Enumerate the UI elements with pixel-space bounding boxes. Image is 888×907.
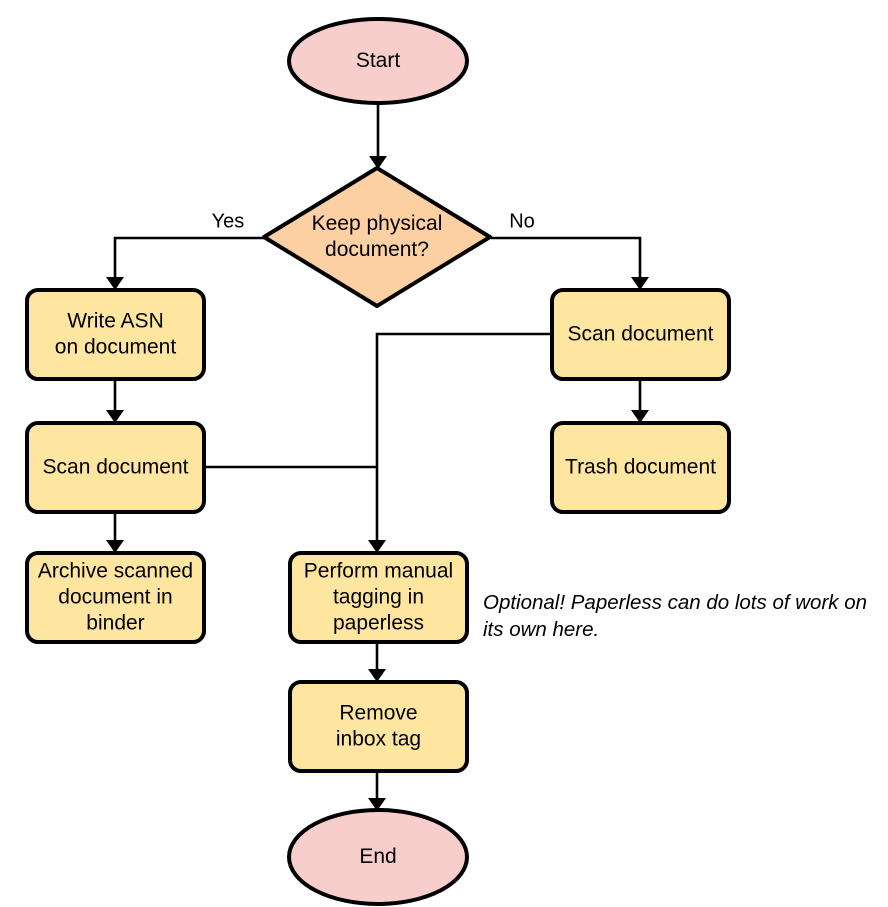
edge-label: Yes	[212, 210, 245, 232]
edge-path	[113, 236, 264, 281]
node-label: Scan document	[568, 322, 714, 345]
annotation-layer: Optional! Paperless can do lots of work …	[483, 591, 867, 641]
edge-scan-right-to-trash	[631, 379, 649, 423]
node-shape-rounded-rect	[25, 551, 206, 644]
edge-path	[375, 332, 552, 544]
edge-manual-tagging-to-remove-inbox	[368, 642, 386, 682]
arrowhead-icon	[368, 798, 386, 811]
edge-decision-no-to-scan-right: No	[491, 210, 649, 290]
arrowhead-icon	[368, 540, 386, 553]
arrowhead-icon	[368, 669, 386, 682]
arrowhead-icon	[106, 410, 124, 423]
edge-path	[491, 236, 642, 281]
node-shape-rounded-rect	[550, 288, 731, 381]
edge-start-to-decision	[369, 103, 387, 169]
node-label: Start	[356, 49, 401, 72]
arrowhead-icon	[631, 277, 649, 290]
node-trash-document[interactable]: Trash document	[550, 421, 731, 514]
edge-remove-inbox-to-end	[368, 771, 386, 811]
edge-label: No	[509, 210, 535, 232]
edge-decision-yes-to-write-asn: Yes	[106, 210, 264, 290]
node-label: End	[359, 845, 396, 868]
arrowhead-icon	[106, 277, 124, 290]
edge-scan-right-to-manual-tagging	[368, 332, 552, 553]
node-shape-rounded-rect	[288, 551, 469, 644]
node-label: Scan document	[43, 455, 189, 478]
arrowhead-icon	[631, 410, 649, 423]
node-shape-rounded-rect	[25, 421, 206, 514]
node-shape-ellipse	[287, 17, 469, 105]
edge-layer: Yes No	[106, 103, 649, 811]
node-scan-document-right[interactable]: Scan document	[550, 288, 731, 381]
node-shape-diamond	[262, 166, 492, 308]
node-label: Trash document	[565, 455, 716, 478]
node-scan-document-left[interactable]: Scan document	[25, 421, 206, 514]
node-shape-rounded-rect	[550, 421, 731, 514]
node-start[interactable]: Start	[287, 17, 469, 105]
edge-scan-left-to-archive	[106, 512, 124, 553]
edge-write-asn-to-scan-left	[106, 379, 124, 423]
node-shape-rounded-rect	[288, 680, 469, 773]
node-shape-rounded-rect	[25, 288, 206, 381]
arrowhead-icon	[106, 540, 124, 553]
node-shape-ellipse	[287, 808, 469, 906]
node-end[interactable]: End	[287, 808, 469, 906]
annotation-optional-note: Optional! Paperless can do lots of work …	[483, 591, 867, 641]
arrowhead-icon	[369, 156, 387, 169]
